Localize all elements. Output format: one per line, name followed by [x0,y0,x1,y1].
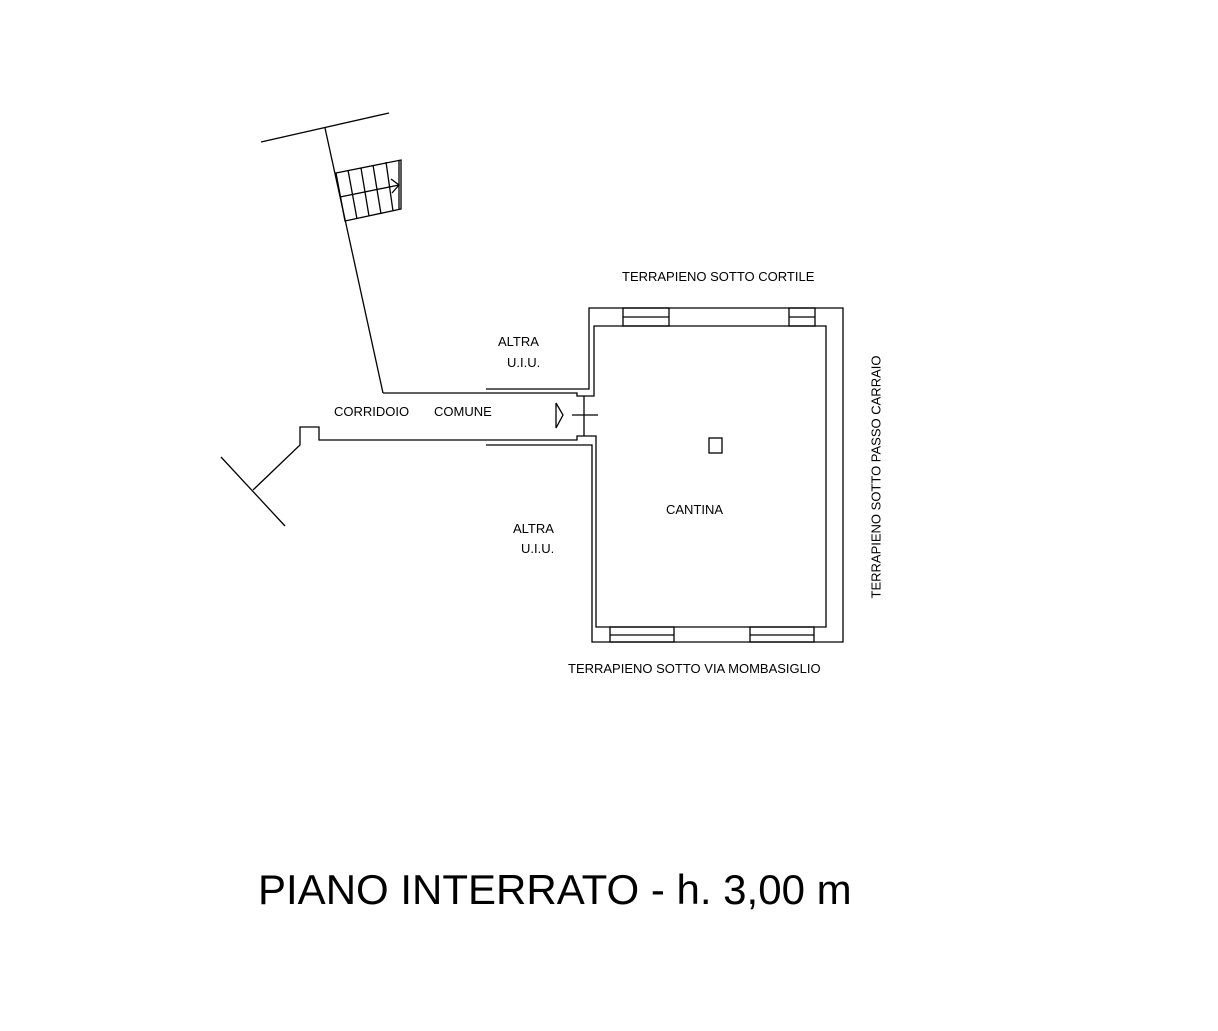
label-south: TERRAPIENO SOTTO VIA MOMBASIGLIO [568,661,821,676]
upper-boundary [260,112,390,394]
label-altra-top-2: U.I.U. [507,355,541,370]
label-cantina: CANTINA [666,502,724,517]
staircase [335,159,402,222]
label-east: TERRAPIENO SOTTO PASSO CARRAIO [868,355,884,599]
label-altra-top-1: ALTRA [498,334,539,349]
pillar-square [708,437,723,454]
windows [609,307,816,643]
label-corridoio: CORRIDOIO [334,404,410,419]
label-comune: COMUNE [434,404,492,419]
label-altra-bottom-1: ALTRA [513,521,554,536]
corridor-walls [220,307,844,643]
label-north: TERRAPIENO SOTTO CORTILE [622,269,815,284]
label-altra-bottom-2: U.I.U. [521,541,555,556]
plan-title: PIANO INTERRATO - h. 3,00 m [258,866,852,913]
door [555,396,598,436]
